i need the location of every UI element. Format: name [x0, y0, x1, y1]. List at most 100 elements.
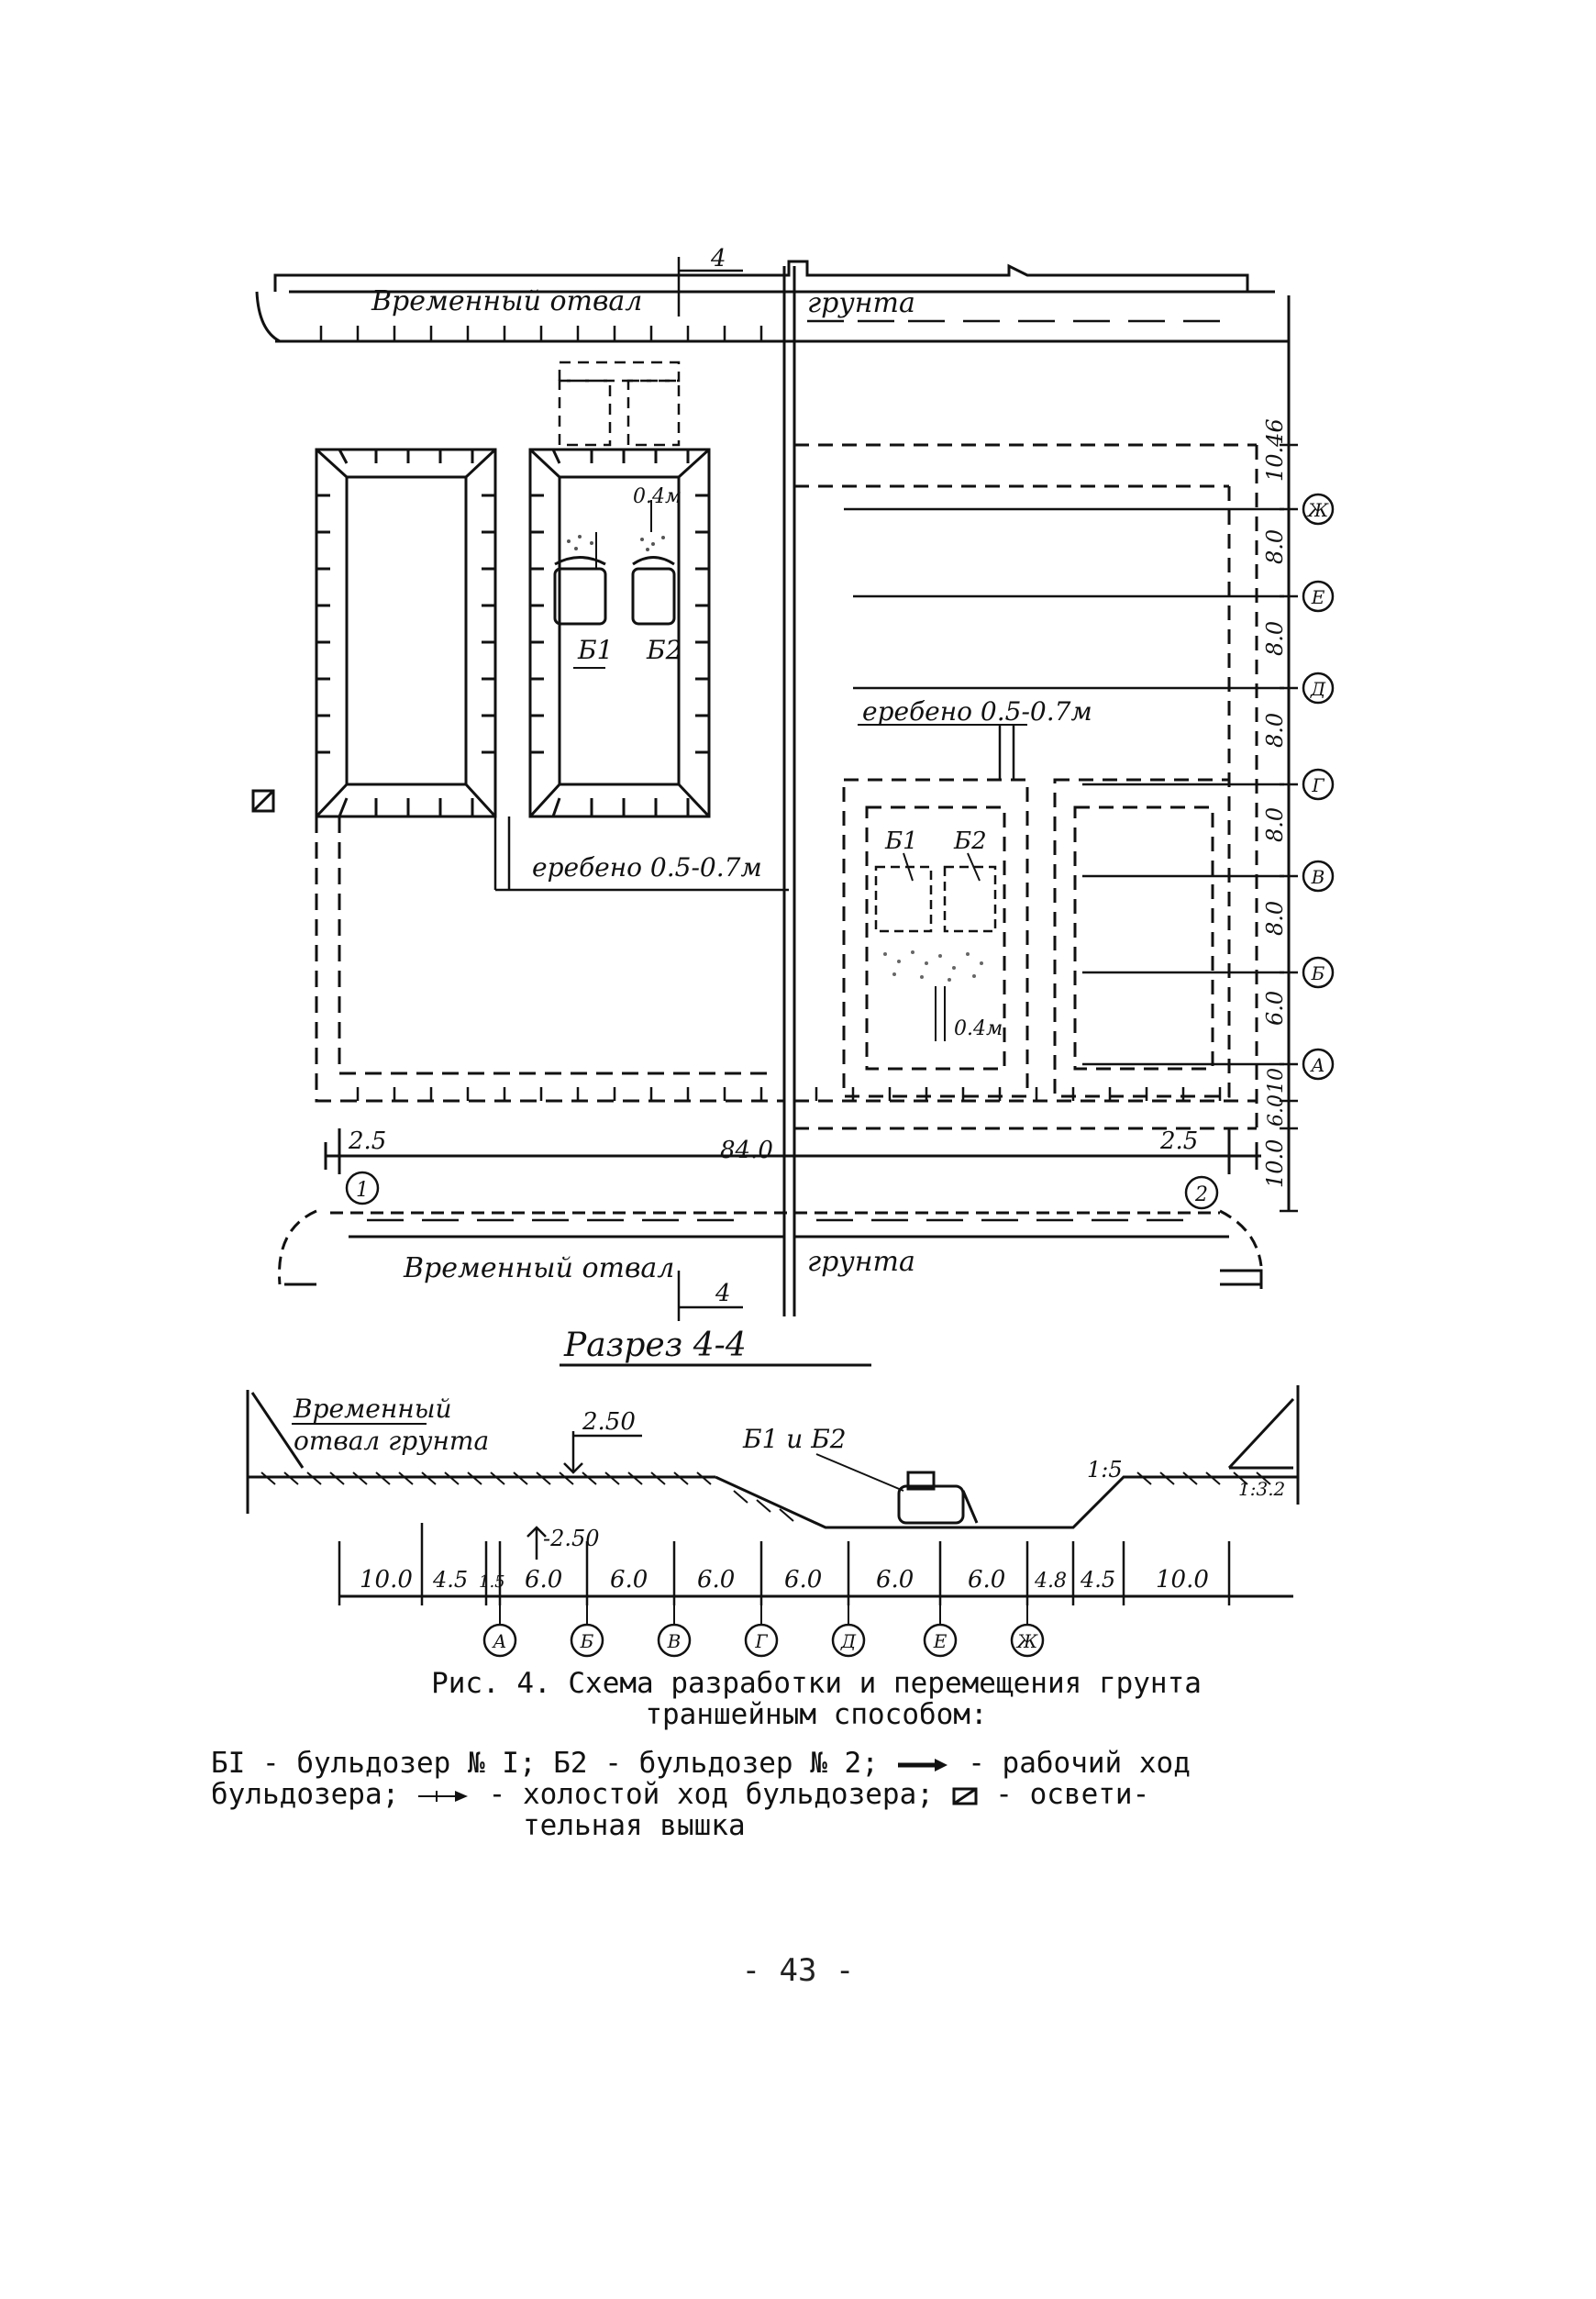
- section-dim-0: 10.0: [360, 1566, 413, 1594]
- section-dim-3: 6.0: [525, 1566, 562, 1594]
- soil-stipple-left: [567, 535, 665, 551]
- svg-text:Ж: Ж: [1015, 1630, 1038, 1652]
- b2-right-leader: [967, 852, 981, 882]
- section-axis-markers: А Б В Г Д: [482, 1605, 1045, 1658]
- depth-note-right: 0.4м: [954, 1017, 1003, 1040]
- right-trench-pit-b: [1053, 778, 1231, 1098]
- right-horizontal-lines: [844, 507, 1284, 1066]
- svg-text:А: А: [1309, 1054, 1324, 1076]
- top-spoil-heap: [255, 260, 1291, 343]
- right-axis-markers: Ж Е Д Г В Б А: [1302, 493, 1335, 1081]
- section-dim-ticks: [338, 1523, 1231, 1605]
- elevation-bottom: -2.50: [543, 1526, 600, 1551]
- section-bulldozers-label: Б1 и Б2: [742, 1424, 847, 1454]
- dashed-zone-left: [315, 816, 784, 1103]
- dashed-zone-left-ticks: [356, 1087, 763, 1101]
- depth-note-right-leader: [935, 986, 946, 1041]
- figure-caption-legend: БI - бульдозер № I; Б2 - бульдозер № 2; …: [211, 1748, 1422, 1841]
- section-dim-9: 4.8: [1034, 1570, 1067, 1593]
- left-trench-pit-2: [528, 448, 711, 818]
- b1-label-left: Б1: [577, 635, 613, 665]
- svg-text:Б: Б: [580, 1630, 594, 1652]
- bottom-spoil-label-2: грунта: [807, 1246, 915, 1278]
- plan-view: Временный отвал грунта 4: [251, 245, 1335, 1321]
- section-dim-10: 4.5: [1080, 1567, 1115, 1593]
- right-trench-pit-a: [842, 778, 1029, 1098]
- pile-note-right: еребено 0.5-0.7м: [862, 696, 1092, 727]
- right-dim-2: 8.0: [1262, 621, 1288, 656]
- legend-line-2: бульдозера; - холостой ход бульдозера; -…: [211, 1779, 1422, 1810]
- caption-title-line-1: Рис. 4. Схема разработки и перемещения г…: [431, 1667, 1202, 1700]
- legend-bulldozer-word: бульдозера;: [211, 1778, 400, 1811]
- svg-text:В: В: [667, 1630, 682, 1652]
- pile-note-right-leader: [998, 725, 1015, 780]
- section-dim-7: 6.0: [876, 1566, 914, 1594]
- section-axis-a: А: [482, 1605, 517, 1658]
- left-trench-pit-1: [315, 448, 497, 818]
- right-dim-9: 10.0: [1262, 1139, 1288, 1188]
- section-marker-bottom-label: 4: [715, 1280, 731, 1307]
- section-dim-5: 6.0: [697, 1566, 735, 1594]
- bottom-spoil-solid: [284, 1235, 1263, 1289]
- legend-idle-stroke-text: - холостой ход бульдозера;: [488, 1778, 934, 1811]
- right-dim-1: 8.0: [1262, 529, 1288, 564]
- section-bulldozers-leader: [815, 1453, 904, 1492]
- soil-stipple-right: [883, 950, 983, 982]
- section-dim-labels: 10.0 4.5 1.5 6.0 6.0 6.0 6.0 6.0 6.0 4.8…: [360, 1566, 1209, 1594]
- bottom-spoil-label-1: Временный отвал: [403, 1252, 674, 1284]
- bottom-dimension-line: [324, 1128, 1261, 1174]
- pile-note-left: еребено 0.5-0.7м: [532, 852, 762, 883]
- svg-text:Е: Е: [1311, 586, 1325, 608]
- legend-line-3: тельная вышка: [523, 1809, 746, 1842]
- bottom-spoil-heap: [278, 1209, 1263, 1285]
- dim-total: 84.0: [720, 1137, 773, 1164]
- section-dim-6: 6.0: [784, 1566, 822, 1594]
- right-dim-3: 8.0: [1262, 713, 1288, 748]
- axis-marker-g: Г: [1302, 768, 1335, 801]
- svg-text:А: А: [491, 1630, 506, 1652]
- caption-title-line-2: траншейным способом:: [645, 1698, 988, 1731]
- section-marker-top-label: 4: [710, 245, 726, 272]
- axis-marker-e: Е: [1302, 580, 1335, 613]
- elevation-mark-bottom: [526, 1526, 547, 1560]
- bulldozer-b2-plan-right: [943, 865, 997, 933]
- legend-line-1: БI - бульдозер № I; Б2 - бульдозер № 2; …: [211, 1748, 1422, 1779]
- section-spoil-label-2: отвал грунта: [294, 1426, 489, 1456]
- section-slope-label: 1:5: [1087, 1457, 1123, 1483]
- legend-working-stroke-text: - рабочий ход: [968, 1747, 1191, 1780]
- svg-text:Г: Г: [754, 1630, 768, 1652]
- page-number: - 43 -: [741, 1952, 855, 1989]
- legend-bulldozers-text: БI - бульдозер № I; Б2 - бульдозер № 2;: [211, 1747, 879, 1780]
- top-spoil-label-2: грунта: [807, 287, 915, 319]
- right-dim-6: 6.0: [1262, 991, 1288, 1026]
- svg-text:Д: Д: [840, 1630, 857, 1652]
- section-slope-right-label: 1:3.2: [1238, 1478, 1285, 1500]
- right-dim-4: 8.0: [1262, 807, 1288, 842]
- b1-label-right: Б1: [884, 827, 918, 855]
- axis-circle-1: 1: [345, 1171, 380, 1205]
- svg-text:2: 2: [1194, 1183, 1208, 1206]
- working-stroke-arrow-icon: [897, 1758, 948, 1771]
- idle-stroke-arrow-icon: [417, 1790, 468, 1802]
- bulldozer-b1-plan-right: [874, 865, 933, 933]
- section-axis-e: Е: [923, 1605, 958, 1658]
- elevation-top: 2.50: [582, 1408, 636, 1436]
- elevation-mark-top: [563, 1431, 642, 1474]
- svg-text:Г: Г: [1311, 774, 1324, 796]
- pile-note-left-leader: [493, 816, 789, 892]
- section-dim-2: 1.5: [479, 1572, 505, 1592]
- axis-circle-2: 2: [1184, 1175, 1219, 1210]
- right-dashed-strip-bottom: [794, 1099, 1257, 1130]
- section-spoil-label-1: Временный: [293, 1394, 452, 1424]
- section-marker-bottom: [677, 1271, 743, 1321]
- legend-lighting-text: - освети-: [995, 1778, 1150, 1811]
- svg-text:В: В: [1311, 866, 1325, 888]
- dim-right: 2.5: [1159, 1127, 1198, 1155]
- b2-label-left: Б2: [646, 635, 682, 665]
- axis-marker-d: Д: [1302, 672, 1335, 705]
- section-axis-d: Д: [831, 1605, 866, 1658]
- lighting-tower-legend-icon: [952, 1787, 978, 1805]
- section-dim-4: 6.0: [610, 1566, 648, 1594]
- section-axis-b: Б: [570, 1605, 604, 1658]
- bulldozer-b2-plan-left: [631, 556, 676, 626]
